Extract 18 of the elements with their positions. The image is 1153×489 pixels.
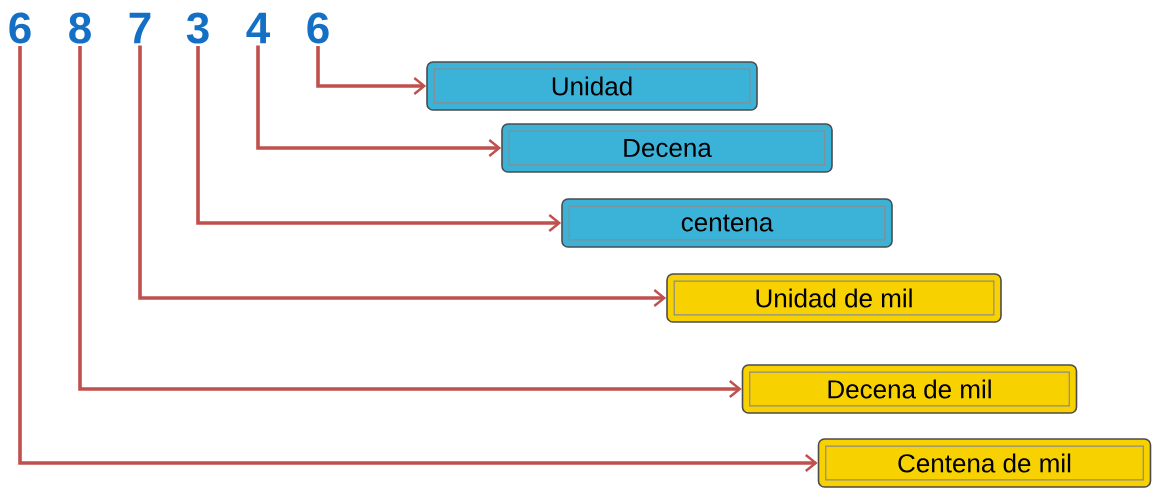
- digit: 3: [186, 12, 209, 44]
- place-value-box: Unidad de mil: [666, 273, 1002, 323]
- place-value-box: Centena de mil: [817, 438, 1152, 488]
- digit: 6: [307, 12, 329, 44]
- elbow-arrow: [196, 46, 562, 232]
- elbow-arrow: [138, 45, 667, 307]
- place-value-box: centena: [561, 198, 893, 248]
- elbow-arrow: [256, 45, 502, 157]
- place-value-box: Decena: [501, 123, 833, 173]
- elbow-arrow: [78, 46, 742, 398]
- digit: 7: [129, 12, 151, 44]
- digit: 6: [9, 12, 31, 44]
- digit: 4: [246, 12, 270, 44]
- place-value-box: Decena de mil: [741, 364, 1078, 414]
- place-value-box: Unidad: [426, 61, 758, 111]
- elbow-arrow: [18, 46, 818, 472]
- digit: 8: [69, 12, 91, 44]
- elbow-arrow: [316, 46, 427, 95]
